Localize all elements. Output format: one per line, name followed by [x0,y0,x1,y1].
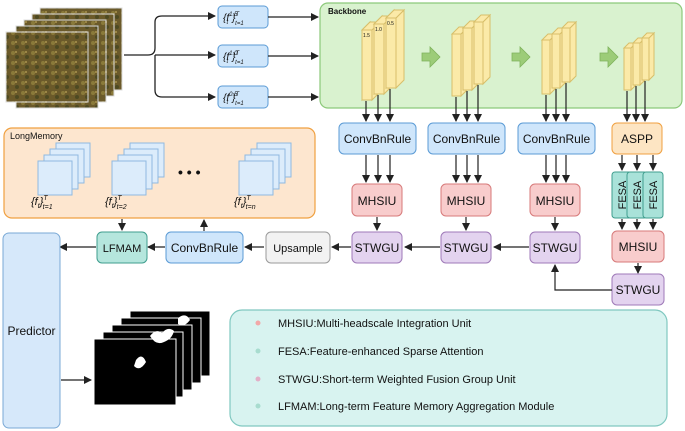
svg-text:ConvBnRule: ConvBnRule [171,241,239,255]
svg-text:ASPP: ASPP [621,132,653,146]
svg-text:MHSIU: MHSIU [447,194,486,208]
svg-text:1.0: 1.0 [375,27,382,33]
mhsiu-block-4: MHSIU [611,230,665,263]
convbnrule-block-1: ConvBnRule [338,122,417,155]
long-memory-title: LongMemory [10,131,63,141]
svg-text:STWGU: STWGU [444,241,489,255]
memory-stack-1 [37,142,91,196]
svg-text:STWGU:Short-term Weighted Fusi: STWGU:Short-term Weighted Fusion Group U… [278,374,516,386]
svg-text:Upsample: Upsample [273,243,323,255]
svg-text:LFMAM:Long-term Feature Memory: LFMAM:Long-term Feature Memory Aggregati… [278,401,554,413]
output-mask-stack [93,310,211,406]
memory-stack-n [238,142,292,196]
aspp-block: ASPP [611,122,663,155]
stwgu-block-3: STWGU [529,231,581,264]
backbone-stage-2 [450,13,492,98]
mhsiu-block-1: MHSIU [351,183,403,217]
backbone-output-arrows [362,81,649,122]
svg-text:FESA:Feature-enhanced Sparse A: FESA:Feature-enhanced Sparse Attention [278,346,483,358]
svg-text:{f1.0t}Tt=1: {f1.0t}Tt=1 [223,51,244,66]
legend-item-2: FESA:Feature-enhanced Sparse Attention [255,346,483,358]
svg-text:MHSIU: MHSIU [619,240,658,254]
convbnrule-block-2: ConvBnRule [427,122,506,155]
backbone-stage-1 [360,8,406,102]
svg-text:Predictor: Predictor [7,324,55,338]
stwgu-block-1: STWGU [351,231,403,264]
svg-text:0.5: 0.5 [387,21,394,27]
stage-transition-arrows [421,46,619,68]
stwgu-flow-arrows [59,243,612,291]
svg-text:STWGU: STWGU [616,283,661,297]
svg-text:MHSIU: MHSIU [536,194,575,208]
svg-text:{f1.5t}Tt=1: {f1.5t}Tt=1 [223,12,244,27]
legend-item-1: MHSIU:Multi-headscale Integration Unit [255,318,471,330]
memory-connection-arrows [118,219,208,231]
frame-to-backbone-arrows [268,13,319,101]
svg-text:FESA: FESA [632,180,644,209]
svg-text:LFMAM: LFMAM [103,243,142,255]
memory-ellipsis: • • • [178,164,201,180]
convbnrule-block-4: ConvBnRule [165,231,244,264]
svg-text:FESA: FESA [617,180,629,209]
conv-to-mhsiu-arrows [362,155,657,183]
svg-text:ConvBnRule: ConvBnRule [523,132,591,146]
predictor-block: Predictor [2,232,61,429]
svg-text:STWGU: STWGU [533,241,578,255]
backbone-title: Backbone [328,7,367,16]
convbnrule-block-3: ConvBnRule [517,122,596,155]
backbone-stage-4 [622,31,656,92]
backbone-container: Backbone [319,2,683,109]
upsample-block: Upsample [265,231,331,264]
svg-text:ConvBnRule: ConvBnRule [433,132,501,146]
svg-text:1.5: 1.5 [363,33,370,39]
memory-stack-2 [111,142,165,196]
input-image-stack [5,7,123,109]
stwgu-block-4: STWGU [611,273,665,306]
backbone-scale-labels: 1.5 1.0 0.5 [363,21,394,39]
svg-text:ConvBnRule: ConvBnRule [344,132,412,146]
stage-arrow-2 [511,46,531,68]
lfmam-block: LFMAM [96,231,148,264]
svg-text:STWGU: STWGU [355,241,400,255]
svg-text:FESA: FESA [648,180,660,209]
svg-text:{f0.5t}Tt=1: {f0.5t}Tt=1 [223,92,244,107]
mhsiu-to-stwgu-arrows [373,217,559,231]
backbone-stage-3 [540,20,578,96]
legend-item-3: STWGU:Short-term Weighted Fusion Group U… [255,374,516,386]
stwgu-block-2: STWGU [440,231,492,264]
legend-item-4: LFMAM:Long-term Feature Memory Aggregati… [255,401,554,413]
fesa-block-2: FESA [626,171,648,219]
mhsiu-block-3: MHSIU [529,183,581,217]
fesa-block-3: FESA [642,171,664,219]
legend-box [229,309,668,427]
input-split-connectors [124,12,216,101]
fesa-to-mhsiu-arrows [618,219,657,230]
stage-arrow-1 [421,46,441,68]
mhsiu-block-2: MHSIU [440,183,492,217]
svg-text:MHSIU:Multi-headscale Integrat: MHSIU:Multi-headscale Integration Unit [278,318,471,330]
svg-text:MHSIU: MHSIU [358,194,397,208]
stage-arrow-3 [599,46,619,68]
